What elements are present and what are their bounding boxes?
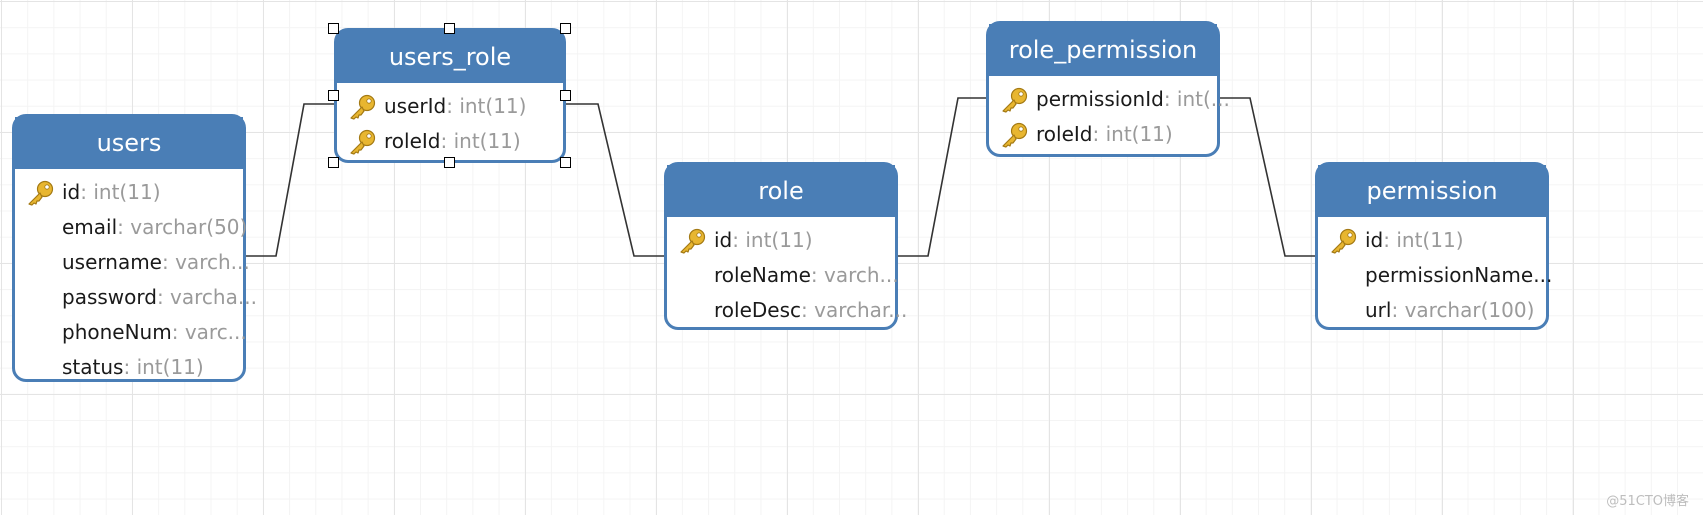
field-row[interactable]: roleId: int(11) [989,117,1217,152]
primary-key-icon [677,228,707,254]
field-name: url [1365,298,1392,322]
entity-role-permission[interactable]: role_permission permissionId: int(...rol… [986,21,1230,157]
field-type: : int(11) [732,228,813,252]
field-type: : int(11) [80,180,161,204]
field-type: : int(11) [446,94,527,118]
primary-key-icon [25,180,55,206]
resize-handle-right[interactable] [560,90,571,101]
relation-line-role_permission-permission[interactable] [1220,97,1315,257]
watermark: @51CTO博客 [1606,494,1689,509]
field-type: : varchar(50) [117,215,248,239]
field-list: id: int(11) permissionName... url: varchar… [1318,217,1552,328]
field-type: : varcha... [156,285,257,309]
field-list: id: int(11)email: varchar(50)username: v… [15,169,257,385]
field-name: userId [384,94,447,118]
resize-handle-top[interactable] [444,23,455,34]
relation-line-users-users_role[interactable] [246,103,334,257]
relation-line-users_role-role[interactable] [566,103,664,257]
primary-key-icon [999,122,1029,148]
field-row[interactable]: phoneNum: varc... [15,315,247,350]
relation-line-role-role_permission[interactable] [898,97,986,257]
field-type: : int(11) [440,129,521,153]
entity-title: role [667,165,895,217]
field-row[interactable]: url: varchar(100) [1318,293,1546,328]
field-name: phoneNum [62,320,172,344]
entity-users[interactable]: users id: int(11)email: varchar(50)usern… [12,114,257,385]
field-row[interactable]: id: int(11) [667,223,895,258]
field-type: : int(11) [123,355,204,379]
field-type: : varc... [171,320,247,344]
field-row[interactable]: permissionId: int(... [989,82,1230,117]
field-type: : varchar(100) [1391,298,1535,322]
entity-role[interactable]: role id: int(11)roleName: varch...roleDe… [664,162,907,330]
field-name: roleId [1036,122,1093,146]
resize-handle-bottom[interactable] [444,157,455,168]
entity-title: permission [1318,165,1546,217]
field-row[interactable]: permissionName... [1318,258,1552,293]
field-type: : int(11) [1383,228,1464,252]
field-name: email [62,215,118,239]
entity-permission[interactable]: permission id: int(11) permissionName... u… [1315,162,1552,330]
entity-users-role[interactable]: users_role userId: int(11)roleId: int(11… [334,28,566,163]
field-name: permissionName... [1365,263,1553,287]
field-name: roleId [384,129,441,153]
field-list: id: int(11)roleName: varch...roleDesc: v… [667,217,907,328]
resize-handle-bottom-right[interactable] [560,157,571,168]
field-list: permissionId: int(...roleId: int(11) [989,76,1230,152]
field-row[interactable]: roleDesc: varchar... [667,293,907,328]
primary-key-icon [1328,228,1358,254]
field-name: permissionId [1036,87,1164,111]
field-row[interactable]: username: varch... [15,245,250,280]
field-name: roleDesc [714,298,802,322]
field-name: id [1365,228,1384,252]
entity-title: users_role [337,31,563,83]
field-name: roleName [714,263,811,287]
entity-title: role_permission [989,24,1217,76]
field-name: username [62,250,162,274]
resize-handle-bottom-left[interactable] [328,157,339,168]
resize-handle-left[interactable] [328,90,339,101]
field-list: userId: int(11)roleId: int(11) [337,83,563,159]
primary-key-icon [347,94,377,120]
field-row[interactable]: status: int(11) [15,350,243,385]
resize-handle-top-right[interactable] [560,23,571,34]
field-row[interactable]: email: varchar(50) [15,210,247,245]
field-row[interactable]: id: int(11) [1318,223,1546,258]
field-type: : varch... [810,263,899,287]
field-name: status [62,355,124,379]
primary-key-icon [999,87,1029,113]
field-name: password [62,285,157,309]
primary-key-icon [347,129,377,155]
field-row[interactable]: roleName: varch... [667,258,899,293]
field-type: : varchar... [801,298,908,322]
field-name: id [714,228,733,252]
field-type: : int(11) [1092,122,1173,146]
resize-handle-top-left[interactable] [328,23,339,34]
entity-title: users [15,117,243,169]
field-type: : varch... [162,250,250,274]
field-row[interactable]: password: varcha... [15,280,257,315]
field-row[interactable]: id: int(11) [15,175,243,210]
field-type: : int(... [1163,87,1230,111]
field-row[interactable]: roleId: int(11) [337,124,563,159]
field-name: id [62,180,81,204]
field-row[interactable]: userId: int(11) [337,89,563,124]
